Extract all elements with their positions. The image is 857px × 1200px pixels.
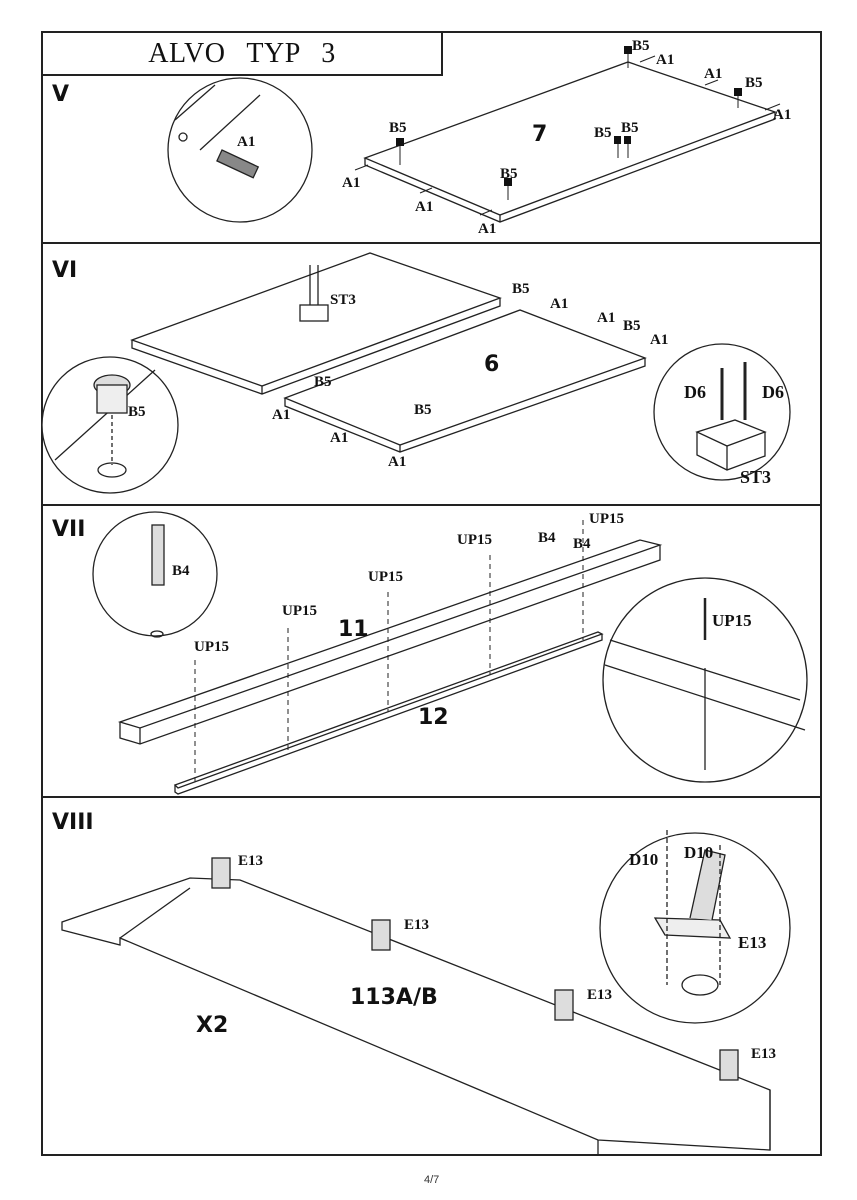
step-label-viii: VIII xyxy=(52,810,94,835)
part-label: D10 xyxy=(684,843,714,862)
part-label: A1 xyxy=(550,296,569,312)
part-label: B4 xyxy=(172,563,190,579)
zoom-circle-b5 xyxy=(41,356,179,494)
part-label: A1 xyxy=(650,332,669,348)
part-label: B5 xyxy=(512,281,530,297)
part-label: E13 xyxy=(238,853,264,869)
part-label: A1 xyxy=(656,52,675,68)
part-label: A1 xyxy=(773,107,792,123)
zoom-circle-a1 xyxy=(167,77,313,223)
part-label: UP15 xyxy=(457,532,492,548)
step-label-vii: VII xyxy=(52,517,86,542)
part-label: UP15 xyxy=(194,639,229,655)
part-label: UP15 xyxy=(712,611,752,630)
panel-7-drawing xyxy=(167,46,781,223)
part-label: A1 xyxy=(415,199,434,215)
part-label: D10 xyxy=(629,850,659,869)
part-label: B5 xyxy=(314,374,332,390)
part-label: B4 xyxy=(573,536,591,552)
section-divider xyxy=(41,242,822,244)
part-label: A1 xyxy=(704,66,723,82)
step-label-v: V xyxy=(52,82,70,107)
part-label: B5 xyxy=(594,125,612,141)
part-label: ST3 xyxy=(330,292,356,308)
part-label: UP15 xyxy=(368,569,403,585)
part-label: B5 xyxy=(621,120,639,136)
panel-number: 7 xyxy=(532,122,548,147)
section-divider xyxy=(41,504,822,506)
panel-number: 113A/B xyxy=(350,985,438,1010)
panel-number: 6 xyxy=(484,352,500,377)
part-label: ST3 xyxy=(740,467,772,487)
part-label: A1 xyxy=(597,310,616,326)
part-label: B5 xyxy=(632,38,650,54)
part-label: E13 xyxy=(751,1046,777,1062)
part-label: A1 xyxy=(388,454,407,470)
part-label: A1 xyxy=(342,175,361,191)
panel-number: 12 xyxy=(418,705,449,730)
part-label: A1 xyxy=(478,221,497,237)
part-label: B5 xyxy=(389,120,407,136)
part-label: E13 xyxy=(404,917,430,933)
part-label: B5 xyxy=(623,318,641,334)
part-label: UP15 xyxy=(589,511,624,527)
part-label: A1 xyxy=(330,430,349,446)
panel-number: 11 xyxy=(338,617,369,642)
part-label: B5 xyxy=(128,404,146,420)
part-label: A1 xyxy=(272,407,291,423)
part-label: E13 xyxy=(738,933,767,952)
part-label: B5 xyxy=(414,402,432,418)
part-label: E13 xyxy=(587,987,613,1003)
part-label: D6 xyxy=(762,382,784,402)
part-label: A1 xyxy=(237,134,256,150)
document-title: ALVO TYP 3 xyxy=(41,31,443,76)
panel-113-drawing xyxy=(61,830,791,1155)
section-divider xyxy=(41,796,822,798)
rails-11-12-drawing xyxy=(92,511,808,795)
part-label: B5 xyxy=(745,75,763,91)
page-number: 4/7 xyxy=(424,1174,440,1186)
part-label: UP15 xyxy=(282,603,317,619)
quantity-label: X2 xyxy=(196,1013,229,1038)
part-label: D6 xyxy=(684,382,706,402)
step-label-vi: VI xyxy=(52,258,78,283)
panel-6-drawing xyxy=(41,252,791,494)
part-label: B5 xyxy=(500,166,518,182)
part-label: B4 xyxy=(538,530,556,546)
